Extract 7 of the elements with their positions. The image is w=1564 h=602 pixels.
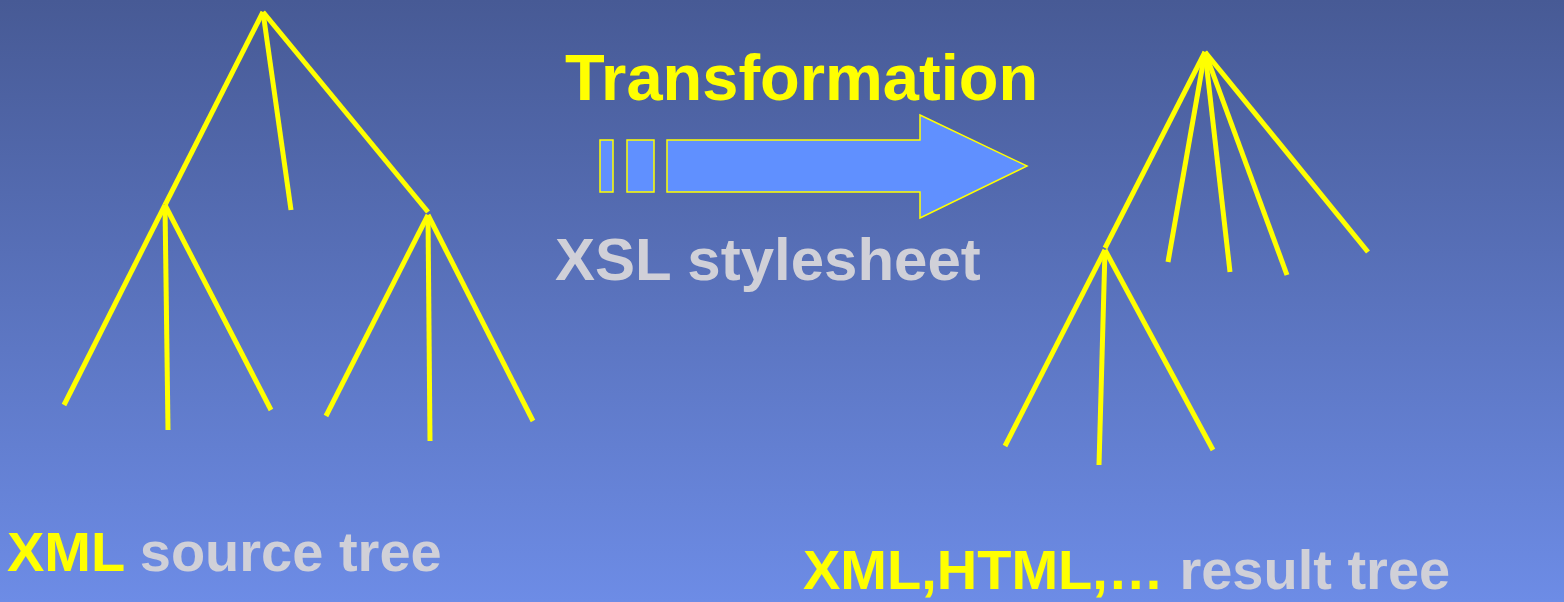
caption-text: source tree — [139, 520, 442, 583]
block-arrow — [599, 113, 1029, 220]
edge-label: Transformation — [565, 44, 1039, 112]
caption-text: XML — [7, 520, 125, 583]
caption-text: XML,HTML,… — [803, 538, 1164, 601]
caption-text: result tree — [1179, 538, 1451, 601]
arrow-caption: XSL stylesheet — [555, 228, 981, 292]
